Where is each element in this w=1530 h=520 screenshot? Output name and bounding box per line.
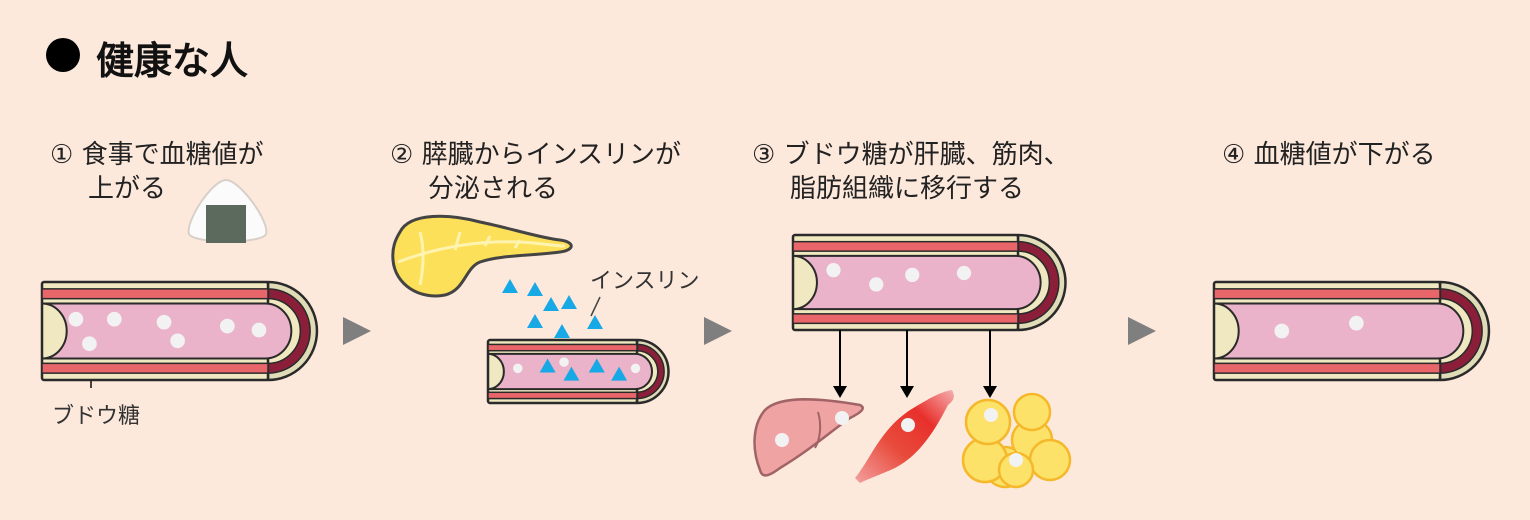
step-1-line1: ① 食事で血糖値が (50, 140, 264, 170)
insulin-triangle-icon (539, 358, 556, 373)
step-3: ③ ブドウ糖が肝臓、筋肉、 脂肪組織に移行する (752, 138, 1070, 206)
blood-vessel (791, 233, 1067, 332)
step-3-line1: ③ ブドウ糖が肝臓、筋肉、 (752, 140, 1070, 170)
insulin-triangle-icon (527, 282, 543, 296)
insulin-leader-line (590, 296, 601, 317)
glucose-dot (68, 311, 84, 327)
glucose-dot (905, 267, 920, 283)
onigiri-icon (187, 178, 268, 243)
fat-cells-icon (961, 392, 1072, 489)
glucose-dot (82, 336, 97, 352)
insulin-triangle-icon (588, 358, 605, 373)
insulin-triangle-icon (561, 295, 577, 309)
arrow-right-icon (343, 317, 371, 345)
step-4: ④ 血糖値が下がる (1222, 138, 1436, 172)
pancreas-icon (391, 214, 573, 298)
muscle-icon (855, 390, 954, 483)
glucose-dot (869, 277, 884, 292)
glucose-label: ブドウ糖 (52, 404, 141, 429)
glucose-dot (826, 263, 841, 278)
page-title: 健康な人 (96, 39, 249, 83)
blood-vessel (1212, 280, 1491, 382)
down-arrow-icon (833, 386, 847, 398)
glucose-dot (156, 314, 172, 330)
glucose-dot (170, 333, 185, 349)
title-bullet-icon (46, 38, 80, 72)
insulin-triangle-icon (563, 366, 580, 381)
liver-icon (753, 397, 864, 477)
insulin-triangle-icon (587, 315, 603, 329)
arrow-right-icon (704, 317, 732, 345)
blood-vessel (486, 338, 670, 405)
insulin-triangle-icon (554, 324, 570, 338)
glucose-dot (106, 311, 122, 327)
glucose-dot (630, 363, 641, 374)
glucose-dot (1274, 323, 1290, 339)
blood-vessel (40, 280, 319, 382)
down-arrow-icon (900, 386, 914, 398)
glucose-dot (513, 363, 523, 374)
step-2-line1: ② 膵臓からインスリンが (390, 140, 682, 170)
glucose-dot (1349, 315, 1364, 331)
arrow-right-icon (1128, 317, 1156, 345)
step-2-line2: 分泌される (428, 174, 559, 204)
step-4-line1: ④ 血糖値が下がる (1222, 140, 1436, 170)
glucose-dot (559, 357, 569, 367)
glucose-dot (251, 322, 267, 338)
step-2: ② 膵臓からインスリンが 分泌される (390, 138, 681, 206)
glucose-dot (219, 318, 235, 334)
insulin-label: インスリン (590, 269, 700, 294)
step-1-line2: 上がる (88, 174, 167, 204)
step-1: ① 食事で血糖値が 上がる (50, 138, 264, 206)
glucose-dot (956, 265, 972, 281)
insulin-triangle-icon (543, 297, 559, 311)
insulin-triangle-icon (527, 314, 543, 328)
step-3-line2: 脂肪組織に移行する (790, 174, 1025, 204)
down-arrow-icon (983, 386, 997, 398)
insulin-triangle-icon (611, 366, 628, 381)
insulin-triangle-icon (502, 279, 518, 293)
